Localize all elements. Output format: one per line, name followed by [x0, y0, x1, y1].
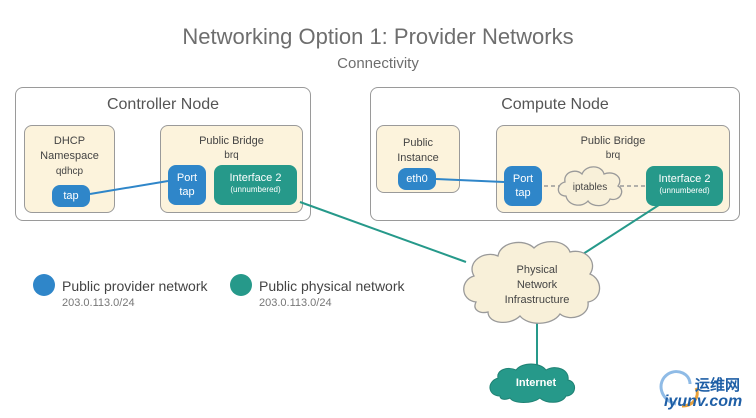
legend-dot-provider [33, 274, 55, 296]
iptables-label: iptables [572, 182, 608, 193]
physical-label-2: Network [516, 279, 558, 291]
controller-interface-2: Interface 2 (unnumbered) [214, 165, 297, 205]
controller-bridge-label: Public Bridge [199, 135, 264, 147]
instance-label: Instance [397, 152, 439, 164]
controller-port-tap-label: tap [179, 186, 195, 198]
controller-port-label: Port [176, 172, 198, 184]
compute-port-tap-label: tap [515, 187, 531, 199]
internet-cloud [489, 363, 575, 403]
dhcp-qdhcp-label: qdhcp [55, 166, 84, 177]
physical-network-cloud [463, 241, 601, 324]
controller-node-title: Controller Node [106, 96, 220, 113]
compute-iface-unnumbered: (unnumbered) [659, 186, 710, 195]
teal-link-compute-physical [582, 202, 663, 255]
watermark-cn: 运维网 [695, 377, 741, 394]
instance-public-label: Public [403, 137, 433, 149]
dhcp-label: DHCP [53, 135, 86, 147]
controller-iface-label: Interface 2 [229, 172, 282, 184]
teal-link-controller-physical [299, 201, 467, 263]
dhcp-namespace-label: Namespace [40, 150, 99, 162]
compute-port-label: Port [512, 173, 534, 185]
blue-link-dhcp-port [89, 180, 169, 195]
compute-port-tap: Port tap [504, 166, 542, 206]
dhcp-tap-interface: tap [52, 185, 90, 207]
legend-provider-subnet: 203.0.113.0/24 [62, 297, 135, 309]
legend-physical-subnet: 203.0.113.0/24 [259, 297, 332, 309]
legend-physical-label: Public physical network [259, 278, 405, 294]
dhcp-tap-label: tap [63, 190, 79, 202]
legend-provider-label: Public provider network [62, 278, 208, 294]
physical-label-3: Infrastructure [504, 294, 570, 306]
compute-bridge-label: Public Bridge [580, 135, 646, 147]
watermark-url: iyunv.com [664, 393, 743, 410]
legend-dot-physical [230, 274, 252, 296]
blue-link-eth0-port [435, 178, 505, 183]
diagram-subtitle: Connectivity [337, 55, 419, 72]
diagram-title: Networking Option 1: Provider Networks [182, 24, 574, 49]
internet-label: Internet [515, 377, 557, 389]
eth0-interface: eth0 [398, 168, 436, 190]
compute-iface-label: Interface 2 [658, 173, 711, 185]
eth0-label: eth0 [406, 173, 428, 185]
controller-iface-unnumbered: (unnumbered) [230, 185, 281, 194]
compute-node-title: Compute Node [501, 96, 609, 113]
compute-bridge-brq-label: brq [605, 150, 621, 161]
iptables-cloud [557, 166, 623, 207]
compute-interface-2: Interface 2 (unnumbered) [646, 166, 723, 206]
controller-bridge-brq-label: brq [224, 150, 239, 161]
controller-port-tap: Port tap [168, 165, 206, 205]
watermark-logo-icon [659, 370, 699, 408]
physical-label-1: Physical [516, 264, 558, 276]
